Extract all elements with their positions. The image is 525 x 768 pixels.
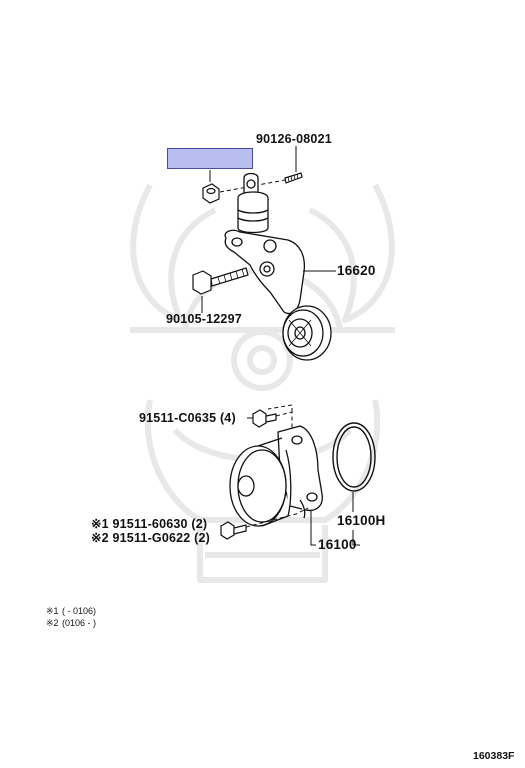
note-1-mark: ※1 xyxy=(46,606,59,616)
note-2-range: (0106 - ) xyxy=(62,618,97,628)
tensioner-16620 xyxy=(224,172,332,361)
stud-90126 xyxy=(284,172,303,184)
label-91511-c0635[interactable]: 91511-C0635 (4) xyxy=(139,411,236,425)
leader-16100 xyxy=(310,511,360,546)
dashed-line-c0635 xyxy=(267,404,293,430)
gasket-16100h xyxy=(332,422,376,492)
label-90126-08021[interactable]: 90126-08021 xyxy=(256,132,332,146)
bolt-91511-lower xyxy=(220,521,247,540)
label-91511-g0622[interactable]: ※2 91511-G0622 (2) xyxy=(91,531,211,545)
bolt-91511-c0635 xyxy=(252,409,277,428)
note-2-mark: ※2 xyxy=(46,618,59,628)
note-1-range: ( - 0106) xyxy=(62,606,97,616)
label-16620[interactable]: 16620 xyxy=(337,263,376,278)
nut-90126 xyxy=(202,183,220,204)
label-16100h[interactable]: 16100H xyxy=(337,513,386,528)
label-90105-12297[interactable]: 90105-12297 xyxy=(166,312,242,326)
bolt-90105 xyxy=(192,267,249,295)
label-16100[interactable]: 16100 xyxy=(318,537,357,552)
dashed-line-lower xyxy=(245,507,309,528)
water-pump-16100 xyxy=(229,425,323,527)
diagram-code: 160383F xyxy=(473,750,515,762)
label-91511-60630[interactable]: ※1 91511-60630 (2) xyxy=(91,517,208,531)
highlighted-part-box xyxy=(167,148,253,169)
